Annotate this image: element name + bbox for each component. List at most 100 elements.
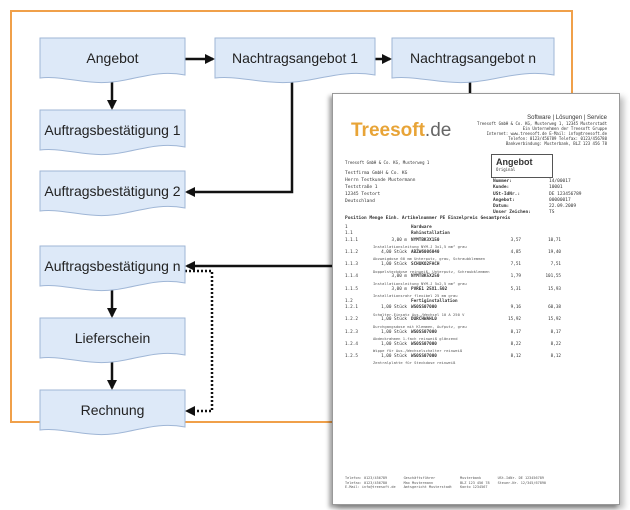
company-info: Software | Lösungen | Service Treesoft G… — [447, 115, 607, 146]
node-label-nachtragn: Nachtragsangebot n — [410, 50, 536, 66]
cell-unit: 3,57 — [510, 237, 521, 243]
cell-unit: 5,31 — [510, 286, 521, 292]
cell-tot: 8,17 — [550, 329, 561, 335]
cell-pos: 1.1.3 — [345, 262, 358, 268]
cell-tot: 19,40 — [548, 250, 561, 256]
document-title: Angebot — [496, 157, 533, 167]
cell-unit: 9,16 — [510, 305, 521, 311]
row-description: Wippe für Aus-/Wechselschalter reinweiß — [373, 348, 463, 354]
node-label-ab2: Auftragsbestätigung 2 — [44, 183, 180, 199]
logo-main: Treesoft — [351, 120, 425, 141]
cell-art: WS0SS07000 — [411, 341, 437, 347]
cell-pos: 1.1.2 — [345, 250, 358, 256]
cell-qty: 1,00 Stück — [381, 317, 407, 323]
cell-unit: 15,92 — [508, 317, 521, 323]
meta-key: Nummer: — [493, 179, 512, 184]
address-line: Teststraße 1 — [345, 185, 378, 190]
cell-qty: 1,00 Stück — [381, 329, 407, 335]
footer-line: Amtsgericht Musterstadt — [403, 485, 453, 490]
cell-art: Hardware — [411, 225, 432, 230]
arrow-abn-to-rechnung — [185, 269, 214, 416]
company-lines: Treesoft GmbH & Co. KG, Musterweg 1, 123… — [447, 121, 607, 146]
meta-row: Unser Zeichen:TS — [493, 210, 582, 216]
cell-qty: 1,00 Stück — [381, 354, 407, 360]
footer-line: Musterbank — [460, 476, 482, 480]
cell-tot: 8,12 — [550, 354, 561, 360]
footer-line: Telefax: 0123/456780 — [345, 480, 388, 485]
meta-key: Kunde: — [493, 185, 510, 191]
node-shape-nachtragn — [391, 37, 555, 84]
cell-art: WS0SS07000 — [411, 329, 437, 335]
row-description: Doppelsteckdose reinweiß, Unterputz, Sch… — [373, 268, 490, 274]
meta-key: Unser Zeichen: — [493, 210, 531, 216]
node-label-nachtrag1: Nachtragsangebot 1 — [232, 50, 358, 66]
document-subtitle: Original — [496, 167, 516, 172]
node-nachtrag1: Nachtragsangebot 1 — [214, 37, 376, 84]
node-ab2: Auftragsbestätigung 2 — [39, 170, 186, 217]
row-description: Installationsrohr flexibel 25 mm grau — [373, 293, 458, 299]
cell-unit: 7,51 — [510, 262, 521, 268]
node-angebot: Angebot — [39, 37, 186, 84]
meta-key: Angebot: — [493, 197, 515, 203]
logo-tld: .de — [424, 120, 452, 141]
footer-line: BLZ 123 456 78 — [460, 480, 490, 485]
row-description: Installationsleitung NYM-J 3x1,5 mm² gra… — [373, 244, 467, 250]
meta-key: USt-IdNr.: — [493, 191, 521, 197]
meta-row: Angebot: 00000017 — [493, 198, 582, 204]
node-shape-lieferschein — [39, 317, 186, 364]
meta-value: 00000017 — [549, 197, 571, 203]
cell-art: SCHUKO2FACH — [411, 262, 440, 268]
node-lieferschein: Lieferschein — [39, 317, 186, 364]
node-ab1: Auftragsbestätigung 1 — [39, 109, 186, 156]
company-line: Internet: www.treesoft.de E-Mail: info@t… — [486, 131, 607, 136]
node-shape-ab1 — [39, 109, 186, 156]
node-label-ab1: Auftragsbestätigung 1 — [44, 122, 180, 138]
node-shape-ab2 — [39, 170, 186, 217]
cell-tot: 15,93 — [548, 286, 561, 292]
cell-qty: 3,00 m — [391, 237, 407, 243]
cell-qty: 3,00 m — [391, 286, 407, 292]
meta-value: 10001 — [549, 185, 563, 191]
cell-unit: 8,12 — [510, 354, 521, 360]
cell-unit: 8,22 — [510, 341, 521, 347]
row-description: Abzweigdose 60 mm Unterputz, grau, Schra… — [373, 256, 486, 262]
sender-line: Treesoft GmbH & Co. KG, Musterweg 1 — [345, 160, 430, 165]
company-line: Bankverbindung: Musterbank, BLZ 123 456 … — [505, 141, 607, 146]
address-line: 12345 Testort — [345, 192, 381, 197]
cell-tot: 7,51 — [550, 262, 561, 268]
cell-pos: 1.1.5 — [345, 286, 358, 292]
node-shape-angebot — [39, 37, 186, 84]
cell-qty: 3,00 m — [391, 274, 407, 280]
document-title-box: Angebot Original — [491, 154, 553, 178]
cell-pos: 1.2.1 — [345, 305, 358, 311]
cell-tot: 101,55 — [545, 274, 561, 280]
cell-unit: 1,79 — [510, 274, 521, 280]
address-line: Deutschland — [345, 199, 375, 204]
cell-pos: 1.1 — [345, 231, 353, 237]
row-description: Schalter-Einsatz Aus-/Wechsel 10 A 250 V — [373, 311, 465, 317]
cell-qty: 1,00 Stück — [381, 305, 407, 311]
offer-document-preview: Treesoft.de Software | Lösungen | Servic… — [332, 93, 620, 505]
row-description: Zentralplatte für Steckdose reinweiß — [373, 360, 456, 366]
meta-key: Datum: — [493, 204, 510, 210]
node-nachtragn: Nachtragsangebot n — [391, 37, 555, 84]
table-header: Position Menge Einh. Artikelnummer PE Ei… — [345, 216, 511, 221]
arrow-nachtrag1-to-ab2 — [185, 80, 294, 197]
footer-line: Konto 1234567 — [460, 485, 488, 490]
node-shape-nachtrag1 — [214, 37, 376, 84]
